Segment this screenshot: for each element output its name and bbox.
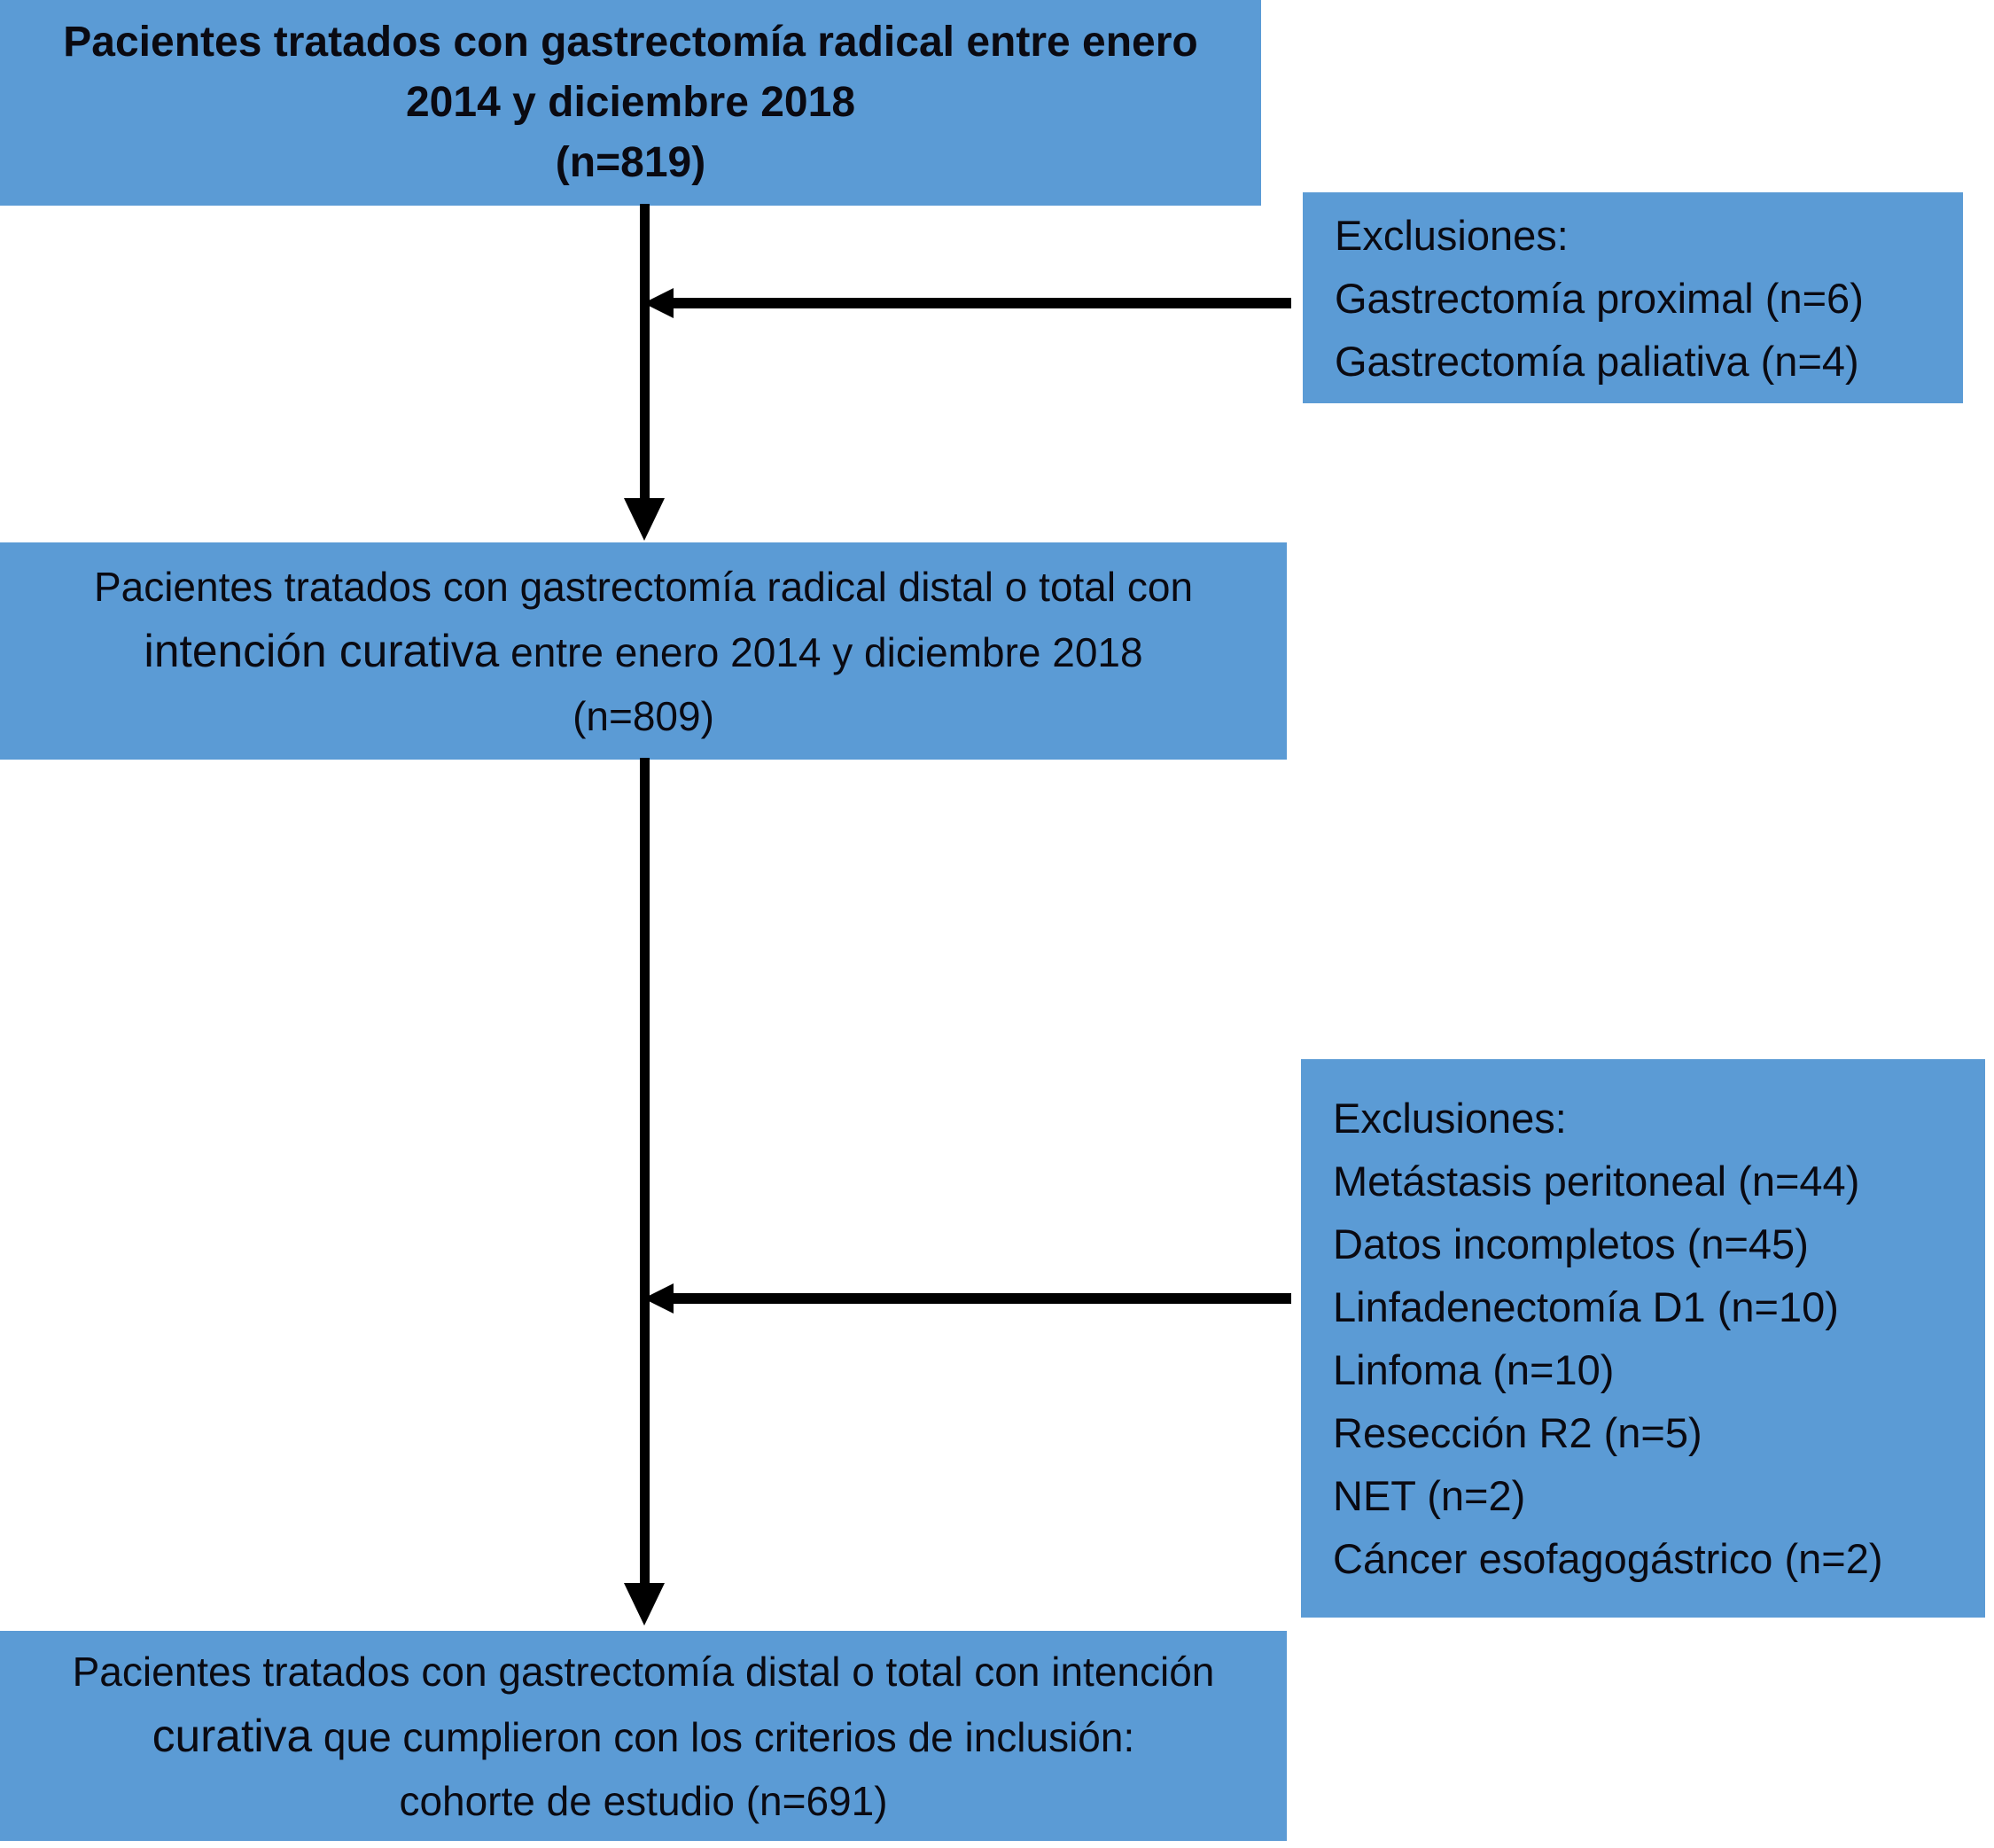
study-cohort-emphasis: curativa [152, 1709, 313, 1761]
curative-intent-box-count: (n=809) [572, 692, 714, 739]
arrow-left-icon [643, 1283, 674, 1314]
exclusions-box-2-item: Cáncer esofagogástrico (n=2) [1333, 1535, 1883, 1582]
enrollment-box-count: (n=819) [555, 139, 706, 186]
exclusions-box-2-item: Metástasis peritoneal (n=44) [1333, 1158, 1860, 1205]
exclusions-box-2-item: Resección R2 (n=5) [1333, 1409, 1702, 1456]
enrollment-box: Pacientes tratados con gastrectomía radi… [0, 0, 1261, 206]
study-cohort-box-line1: Pacientes tratados con gastrectomía dist… [72, 1648, 1215, 1695]
connector-exclusions-1 [671, 298, 1291, 308]
study-cohort-line2-rest: que cumplieron con los criterios de incl… [312, 1713, 1135, 1760]
exclusions-box-2-item: Datos incompletos (n=45) [1333, 1220, 1809, 1267]
study-cohort-box-line2: curativa que cumplieron con los criterio… [0, 1704, 1287, 1769]
curative-intent-box-line2: intención curativa entre enero 2014 y di… [0, 619, 1287, 684]
enrollment-box-line1: Pacientes tratados con gastrectomía radi… [63, 19, 1198, 66]
exclusions-box-2-item: NET (n=2) [1333, 1472, 1526, 1519]
study-cohort-box: Pacientes tratados con gastrectomía dist… [0, 1631, 1287, 1841]
study-cohort-box-count: cohorte de estudio (n=691) [399, 1777, 888, 1824]
connector-middle-to-bottom [640, 758, 650, 1585]
exclusions-box-1: Exclusiones: Gastrectomía proximal (n=6)… [1303, 192, 1963, 403]
curative-intent-line2-rest: entre enero 2014 y diciembre 2018 [499, 628, 1143, 675]
curative-intent-emphasis: intención curativa [144, 624, 500, 676]
connector-top-to-middle [640, 204, 650, 503]
enrollment-box-line2: 2014 y diciembre 2018 [405, 79, 856, 126]
exclusions-box-2: Exclusiones: Metástasis peritoneal (n=44… [1301, 1059, 1985, 1618]
exclusions-box-2-item: Linfadenectomía D1 (n=10) [1333, 1283, 1839, 1330]
exclusions-box-2-title: Exclusiones: [1333, 1095, 1567, 1142]
curative-intent-box-line1: Pacientes tratados con gastrectomía radi… [93, 563, 1194, 610]
arrow-down-icon [624, 1583, 665, 1626]
exclusions-box-2-item: Linfoma (n=10) [1333, 1346, 1615, 1393]
exclusions-box-1-title: Exclusiones: [1335, 211, 1569, 259]
exclusions-box-1-item: Gastrectomía paliativa (n=4) [1335, 337, 1859, 385]
arrow-left-icon [643, 288, 674, 318]
exclusions-box-1-item: Gastrectomía proximal (n=6) [1335, 274, 1864, 322]
arrow-down-icon [624, 498, 665, 541]
curative-intent-box: Pacientes tratados con gastrectomía radi… [0, 542, 1287, 760]
connector-exclusions-2 [671, 1293, 1291, 1304]
